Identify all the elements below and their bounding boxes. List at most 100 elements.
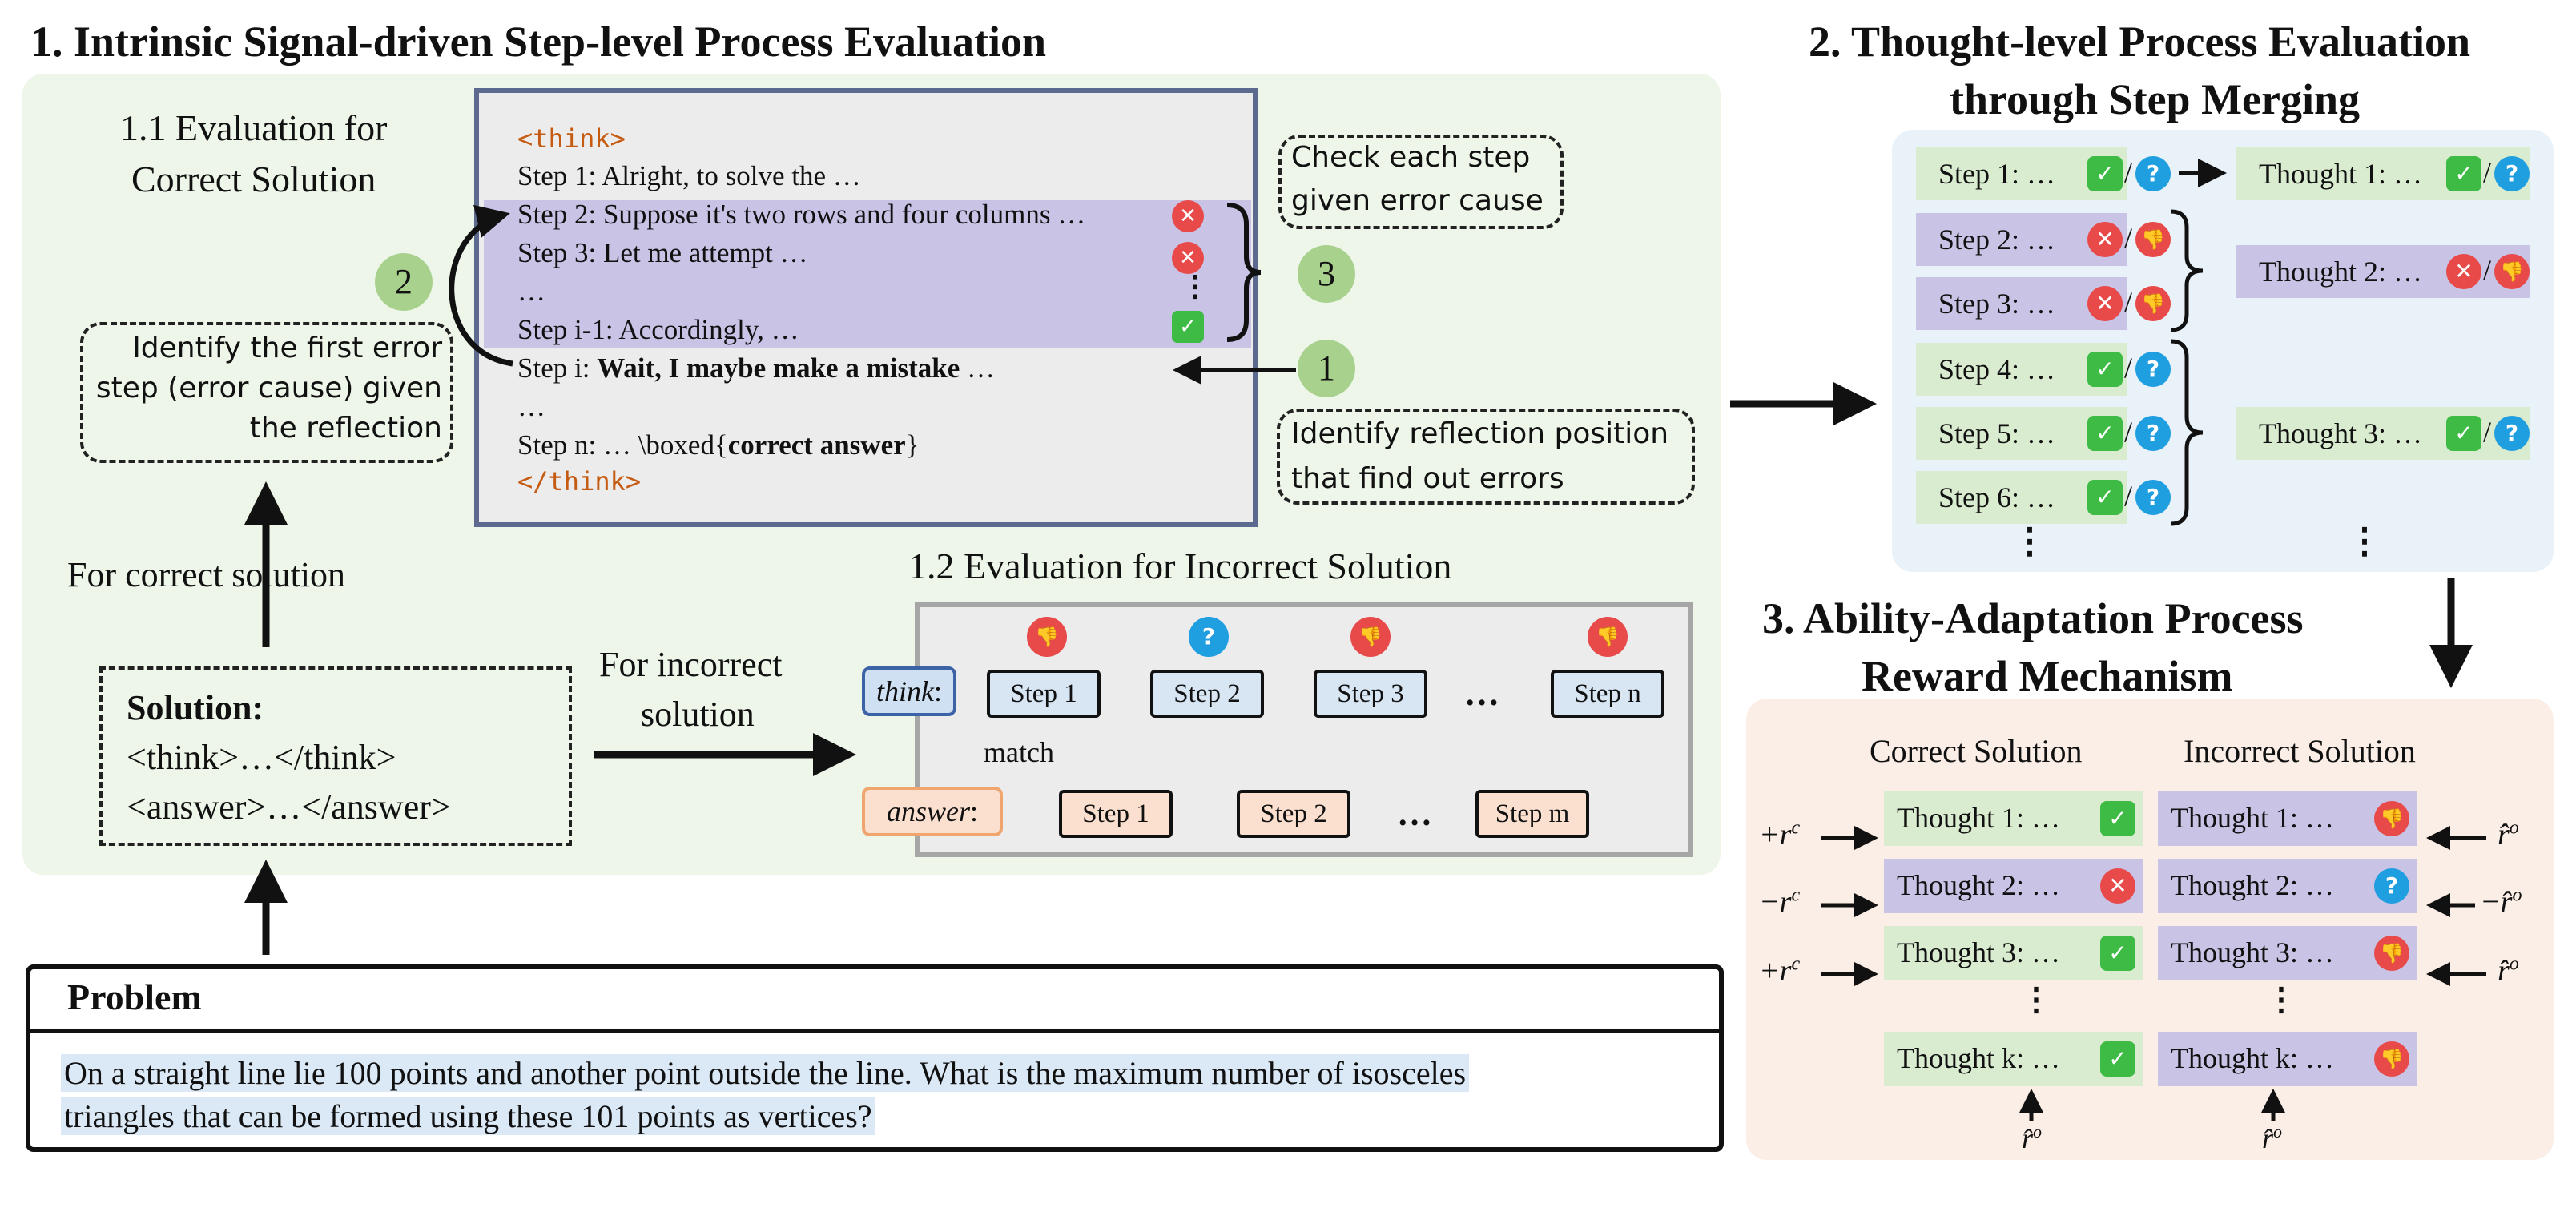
thumbs-down-icon: 👎 [1350,617,1391,657]
check-each-step-line2: given error cause [1291,184,1544,217]
section1-title: 1. Intrinsic Signal-driven Step-level Pr… [30,18,1047,66]
brace-icon [1226,203,1262,342]
question-icon: ? [2374,868,2409,904]
question-icon: ? [1189,617,1229,657]
cross-icon: ✕ [2446,254,2481,289]
slash: / [2124,416,2133,448]
badge-two: 2 [375,253,433,311]
thumbs-down-icon: 👎 [2374,936,2409,971]
solution-line2: <answer>…</answer> [127,787,451,827]
identify-first-error-box [80,322,453,463]
slash: / [2124,156,2133,188]
left-reward-3-base: +r [1759,954,1792,988]
slash: / [2483,254,2492,286]
think-step-box: Step n [1551,670,1664,718]
bottom-reward-correct-base: r̂ [2022,1122,2034,1154]
right-reward-2: −r̂o [2480,884,2522,920]
question-icon: ? [2494,416,2530,451]
answer-tag: answer: [862,787,1003,836]
cross-icon: ✕ [2087,286,2123,321]
section3-panel [1746,699,2554,1160]
thoughts-vdots: ⋮ [2347,521,2382,561]
cross-icon: ✕ [1172,200,1204,232]
trace-line-5: Step i-1: Accordingly, … [517,314,799,345]
think-step-box: Step 3 [1314,670,1427,718]
answer-step-box: Step m [1475,790,1589,838]
identify-first-error-line3: the reflection [249,412,442,445]
correct-thought-row: Thought 2: … [1884,859,2143,913]
question-icon: ? [2135,416,2171,451]
problem-text-line1: On a straight line lie 100 points and an… [61,1054,1470,1092]
identify-reflection-line1: Identify reflection position [1291,417,1669,450]
identify-reflection-line2: that find out errors [1291,462,1564,495]
steps-vdots: ⋮ [2012,521,2047,561]
incorrect-solution-header: Incorrect Solution [2184,733,2416,769]
sub1-title-line2: Correct Solution [131,159,376,199]
check-each-step-text: Check each step given error cause [1291,136,1544,223]
question-icon: ? [2135,156,2171,191]
left-reward-1: +rc [1759,817,1800,852]
answer-steps-ellipsis: … [1397,794,1432,833]
right-reward-1-sup: o [2509,817,2519,839]
incorrect-vdots: ⋮ [2265,981,2297,1017]
check-icon: ✓ [2100,1041,2135,1077]
sub2-title: 1.2 Evaluation for Incorrect Solution [908,546,1452,586]
solution-label: Solution: [127,688,264,727]
answer-step-box: Step 1 [1059,790,1173,838]
problem-divider [30,1029,1719,1033]
identify-first-error-text: Identify the first error step (error cau… [90,328,442,449]
problem-label: Problem [67,976,202,1017]
slash: / [2483,416,2492,448]
vdots-icon: ⋮ [1181,270,1210,302]
slash: / [2124,222,2133,254]
identify-first-error-line1: Identify the first error [132,332,442,364]
trace-line-4: … [517,276,545,307]
trace-line-6-prefix: Step i: [517,352,598,384]
question-icon: ? [2494,156,2530,191]
trace-line-8: Step n: … \boxed{correct answer} [517,429,919,461]
thumbs-down-icon: 👎 [2374,1041,2409,1077]
think-tag: think: [862,666,956,716]
bottom-reward-incorrect: r̂o [2262,1121,2282,1155]
check-icon: ✓ [2087,480,2123,515]
question-icon: ? [2135,480,2171,515]
answer-tag-colon: : [970,795,979,827]
problem-text-line2: triangles that can be formed using these… [61,1097,875,1135]
left-reward-1-sup: c [1791,817,1801,839]
trace-line-1: Step 1: Alright, to solve the … [517,160,861,191]
correct-thought-row: Thought 1: … [1884,791,2143,846]
slash: / [2124,286,2133,318]
right-reward-1-base: r̂ [2498,818,2510,852]
slash: / [2483,156,2492,188]
check-each-step-box [1278,135,1564,229]
check-icon: ✓ [2087,156,2123,191]
bottom-reward-correct: r̂o [2022,1121,2042,1155]
thumbs-down-icon: 👎 [1588,617,1628,657]
section2-title-line2: through Step Merging [1950,75,2361,123]
correct-vdots: ⋮ [2020,981,2052,1017]
left-reward-2-base: −r [1759,885,1792,919]
solution-box [99,666,572,846]
solution-line1: <think>…</think> [127,738,396,777]
right-reward-1: r̂o [2498,817,2519,852]
cross-icon: ✕ [1172,242,1204,274]
think-tag-colon: : [933,675,942,707]
thumbs-down-icon: 👎 [2135,222,2171,257]
section2-title-line1: 2. Thought-level Process Evaluation [1809,18,2471,66]
think-steps-ellipsis: … [1464,674,1499,713]
thumbs-down-icon: 👎 [2135,286,2171,321]
correct-solution-header: Correct Solution [1870,733,2083,769]
for-correct-label: For correct solution [67,555,346,594]
section3-title-line1: 3. Ability-Adaptation Process [1762,594,2304,642]
slash: / [2124,480,2133,512]
identify-first-error-line2: step (error cause) given [95,372,442,405]
thumbs-down-icon: 👎 [2494,254,2530,289]
cross-icon: ✕ [2100,868,2135,904]
sub1-title-line1: 1.1 Evaluation for [120,107,388,148]
bottom-reward-correct-sup: o [2033,1121,2043,1142]
left-reward-2: −rc [1759,884,1800,920]
brace-icon [2170,339,2204,526]
bottom-reward-incorrect-base: r̂ [2262,1122,2274,1154]
match-label: match [984,736,1054,768]
